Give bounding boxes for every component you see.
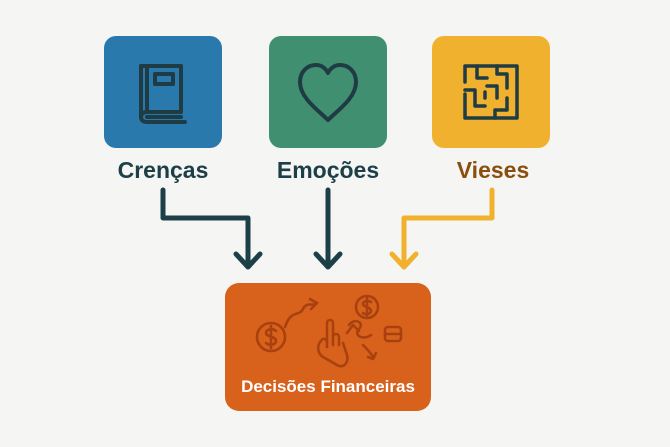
crencas-card [104,36,222,148]
arrow-crencas [160,187,263,270]
decisoes-financeiras-card: Decisões Financeiras [225,283,431,411]
financial-decision-icons [255,294,403,368]
emocoes-label: Emoções [276,157,380,183]
decisoes-financeiras-label: Decisões Financeiras [241,377,415,396]
dollar-coin-icon-2 [354,294,380,320]
vieses-card [432,36,550,148]
hand-icon [316,318,349,368]
heart-icon [298,63,358,122]
curved-arrow-icon [283,297,319,329]
arrow-emocoes [313,187,343,270]
maze-icon [463,64,519,120]
arrows-icon [345,319,378,361]
arrow-vieses [389,187,495,270]
cash-icon [383,325,403,343]
dollar-coin-icon [255,321,287,353]
emocoes-card [269,36,387,148]
crencas-label: Crenças [117,157,209,183]
book-icon [139,64,187,124]
vieses-label: Vieses [456,157,530,183]
